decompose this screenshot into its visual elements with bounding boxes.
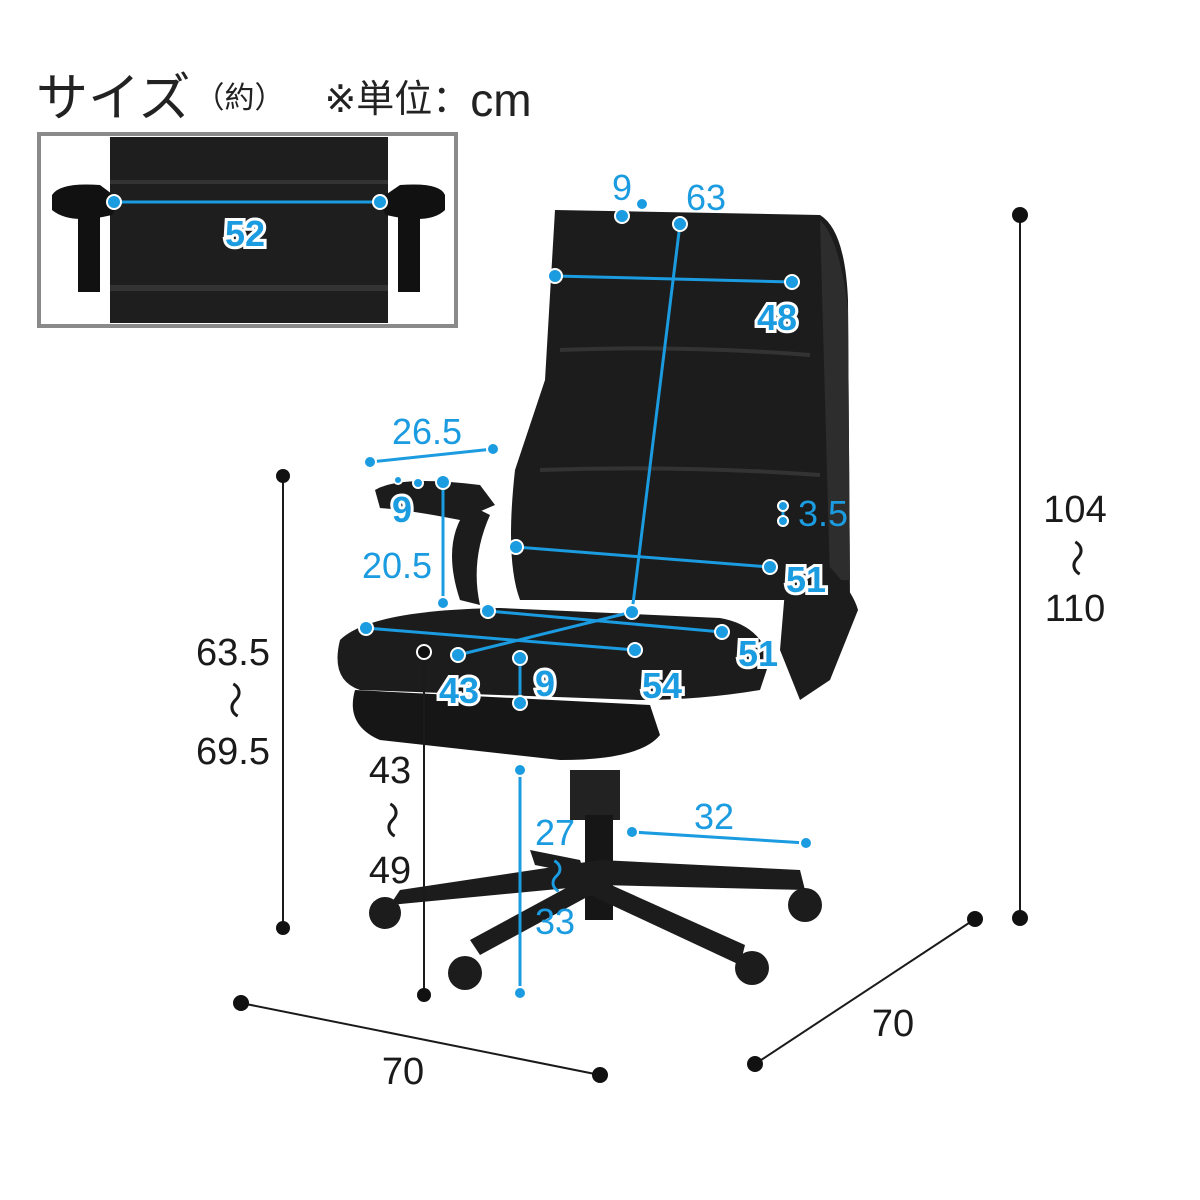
black-dimension-points — [233, 207, 1028, 1083]
inset-armrest-view: 52 — [37, 132, 458, 328]
seat-depth-label: 43 — [439, 670, 479, 711]
base-radius-label: 32 — [694, 796, 734, 837]
range-symbol: 〜 — [1054, 539, 1096, 577]
approx-label: （約） — [194, 82, 285, 115]
seat-width-front-label: 54 — [642, 665, 682, 706]
width-label: 70 — [382, 1051, 424, 1093]
seat-thickness-label: 9 — [535, 663, 555, 704]
armrest-width-label: 9 — [392, 489, 412, 530]
range-symbol: 〜 — [369, 801, 411, 839]
depth-label: 70 — [872, 1003, 914, 1045]
black-dimension-lines — [240, 215, 1021, 1076]
armrest-floor-height-min-label: 63.5 — [196, 632, 270, 674]
blue-dimension-points — [358, 197, 813, 1000]
seat-height-blue-max-label: 33 — [535, 901, 575, 942]
chair-illustration — [337, 210, 858, 990]
range-symbol: 〜 — [535, 858, 576, 894]
back-width-lower-label: 51 — [786, 559, 826, 600]
seat-floor-height-max-label: 49 — [369, 850, 411, 892]
range-symbol: 〜 — [212, 681, 254, 719]
seat-height-blue-min-label: 27 — [535, 812, 575, 853]
back-width-label: 48 — [757, 297, 797, 338]
armrest-floor-height-max-label: 69.5 — [196, 731, 270, 773]
armrest-thickness-label: 3.5 — [798, 493, 848, 534]
title-text: サイズ — [36, 70, 191, 128]
seat-width-back-label: 51 — [738, 633, 778, 674]
blue-dimension-lines — [365, 223, 807, 993]
armrest-length-label: 26.5 — [392, 411, 462, 452]
page-title: サイズ（約） ※単位：cm — [36, 56, 532, 131]
seat-floor-height-min-label: 43 — [369, 750, 411, 792]
inset-width-label: 52 — [225, 213, 265, 254]
total-height-max-label: 110 — [1045, 588, 1106, 630]
armrest-height-label: 20.5 — [362, 545, 432, 586]
headrest-depth-label: 9 — [612, 167, 632, 208]
unit-prefix: ※単位： — [324, 79, 471, 121]
back-height-label: 63 — [686, 177, 726, 218]
unit-label: cm — [470, 74, 532, 126]
total-height-min-label: 104 — [1043, 489, 1106, 531]
